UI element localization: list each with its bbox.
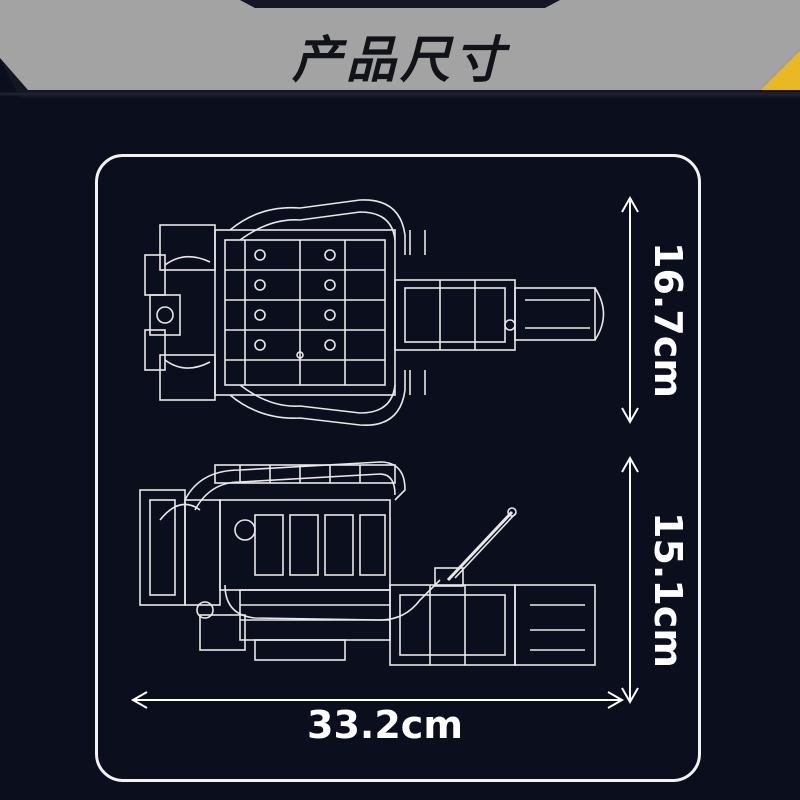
engine-side-view: [139, 461, 596, 666]
dimension-arrows: [130, 195, 639, 709]
height-top-label: 16.7cm: [628, 240, 708, 400]
height-side-value: 15.1cm: [646, 512, 690, 668]
product-frame: [95, 154, 701, 782]
accent-corner: [760, 50, 800, 90]
page-title: 产品尺寸: [292, 31, 508, 89]
engine-top-view: [144, 199, 605, 426]
header-shape: [0, 0, 800, 98]
width-label: 33.2cm: [307, 703, 463, 747]
height-side-label: 15.1cm: [628, 510, 708, 670]
height-top-value: 16.7cm: [646, 242, 690, 398]
header-band: 产品尺寸: [0, 0, 800, 100]
